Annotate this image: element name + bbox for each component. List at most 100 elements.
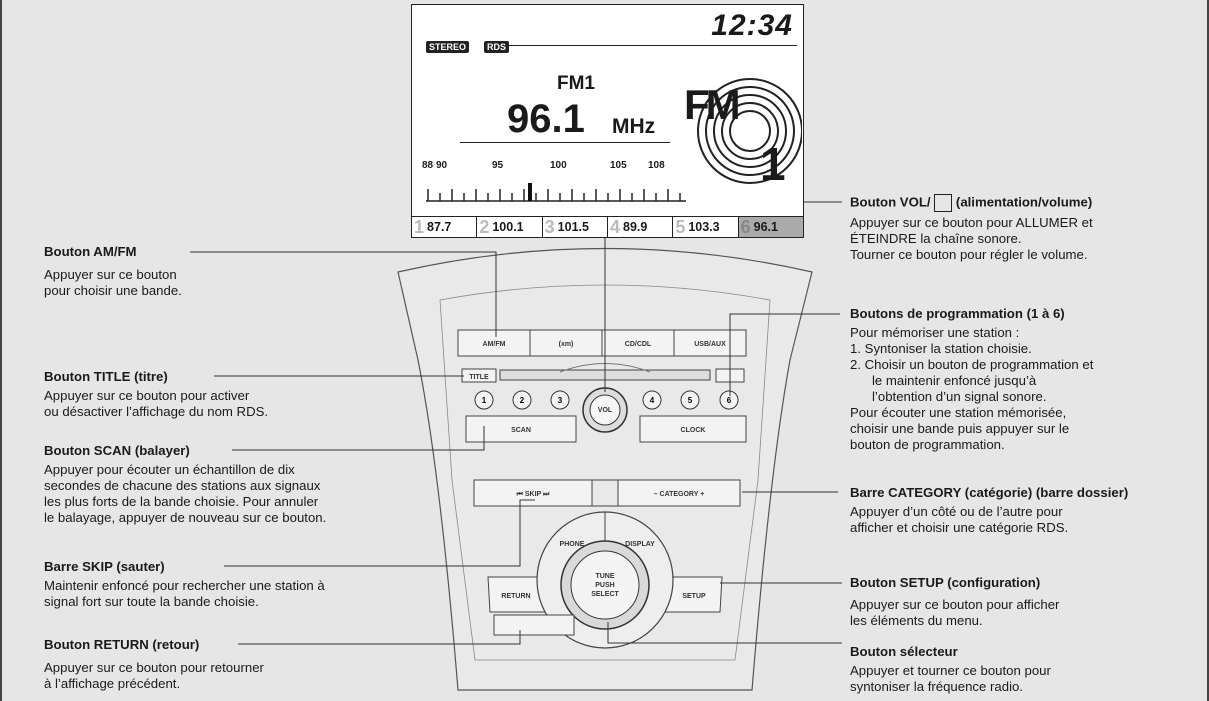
skip-bar-label: ⏮ SKIP ⏭ [517,491,550,498]
preset-key-label: 5 [688,396,693,405]
xm-key-label: (xm) [559,341,574,348]
annotation-line: Appuyer pour écouter un échantillon de d… [44,462,295,477]
selector-knob [570,550,640,620]
preset-key [680,390,700,410]
frequency-unit: MHz [612,115,656,138]
annotation-line: les plus forts de la bande choisie. Pour… [44,494,319,509]
display-label: DISPLAY [625,541,655,548]
usbaux-key-label: USB/AUX [694,341,726,348]
annotation-line: afficher et choisir une catégorie RDS. [850,520,1069,535]
clock-key [639,415,747,443]
preset-number: 3 [544,216,555,237]
scan-key-label: SCAN [511,427,531,434]
annotation-line: choisir une bande puis appuyer sur le [850,421,1070,436]
annotation-title: Bouton TITLE (titre) Appuyer sur ce bout… [44,369,269,419]
preset-number: 4 [609,216,620,237]
rds-badge: RDS [484,41,510,53]
preset-frequency: 100.1 [492,220,524,234]
preset-key-label: 3 [558,396,563,405]
stereo-badge: STEREO [426,41,470,53]
annotation-line: Appuyer sur ce bouton pour activer [44,388,250,403]
scale-label: 90 [436,160,448,171]
scale-label: 100 [550,160,567,171]
annotation-line: bouton de programmation. [850,437,1005,452]
clock-key-label: CLOCK [681,427,706,434]
tuning-scale [426,183,686,202]
annotation-line: ÉTEINDRE la chaîne sonore. [850,231,1022,246]
fm-logo-number: 1 [760,138,786,190]
preset-key-label: 1 [482,396,487,405]
preset-frequency: 96.1 [753,220,778,234]
preset-key-label: 4 [650,396,655,405]
setup-key-label: SETUP [682,593,706,600]
annotation-line: le maintenir enfoncé jusqu’à [872,373,1037,388]
annotation-line: les éléments du menu. [850,613,983,628]
preset-key [474,390,494,410]
annotation-line: Pour écouter une station mémorisée, [850,405,1067,420]
preset-key [512,390,532,410]
frequency-value: 96.1 [507,97,585,141]
annotation-line: syntoniser la fréquence radio. [850,679,1024,694]
annotation-line: 2. Choisir un bouton de programmation et [850,357,1094,372]
preset-key-label: 6 [727,396,732,405]
annotation-line: l’obtention d’un signal sonore. [872,389,1047,404]
annotation-line: Maintenir enfoncé pour rechercher une st… [44,578,325,593]
preset-frequency: 103.3 [688,220,720,234]
tune-knob-label: TUNE [595,573,614,580]
scale-label: 88 [422,160,434,171]
console-inner-bezel [439,284,771,661]
preset-key [550,390,570,410]
return-key-label: RETURN [501,593,530,600]
preset-key-label: 2 [520,396,525,405]
annotation-line: Appuyer d’un côté ou de l’autre pour [850,504,1063,519]
tuning-pointer [528,183,532,201]
annotation-line: 1. Syntoniser la station choisie. [850,341,1032,356]
annotation-line: Appuyer sur ce bouton pour afficher [850,597,1060,612]
scale-label: 108 [648,160,665,171]
preset-number: 6 [740,216,751,237]
preset-frequency: 101.5 [557,220,589,234]
annotation-line: Appuyer sur ce bouton pour ALLUMER et [850,215,1093,230]
preset-frequency: 87.7 [427,220,452,234]
annotation-selector: Bouton sélecteur Appuyer et tourner ce b… [850,644,1051,694]
preset-key [642,390,662,410]
annotation-line: Pour mémoriser une station : [850,325,1020,340]
preset-number: 2 [479,216,490,237]
category-bar-label: – CATEGORY + [654,491,705,498]
annotation-setup: Bouton SETUP (configuration) Appuyer sur… [850,575,1060,628]
amfm-key-label: AM/FM [483,341,506,348]
power-icon [934,194,953,212]
annotation-line: pour choisir une bande. [44,283,182,298]
annotation-line: signal fort sur toute la bande choisie. [44,594,259,609]
annotation-line: le balayage, appuyer de nouveau sur ce b… [44,510,327,525]
preset-key [719,390,739,410]
annotation-line: Appuyer et tourner ce bouton pour [850,663,1051,678]
scale-label: 95 [492,160,504,171]
fm-logo-text: FM [684,81,741,128]
annotation-return: Bouton RETURN (retour) Appuyer sur ce bo… [44,637,264,691]
tune-knob-label: SELECT [591,591,619,598]
preset-number: 1 [414,216,425,237]
annotation-line: Appuyer sur ce bouton pour retourner [44,660,264,675]
skip-bar [473,479,593,507]
preset-number: 5 [675,216,686,237]
annotation-presets: Boutons de programmation (1 à 6) Pour mé… [850,306,1094,452]
category-bar [617,479,741,507]
preset-frequency: 89.9 [623,220,648,234]
clock-readout: 12:34 [711,9,793,42]
cdcdl-key-label: CD/CDL [625,341,652,348]
vol-knob-label: VOL [598,407,613,414]
annotation-line: Appuyer sur ce bouton [44,267,177,282]
annotation-line: ou désactiver l’affichage du nom RDS. [44,404,269,419]
